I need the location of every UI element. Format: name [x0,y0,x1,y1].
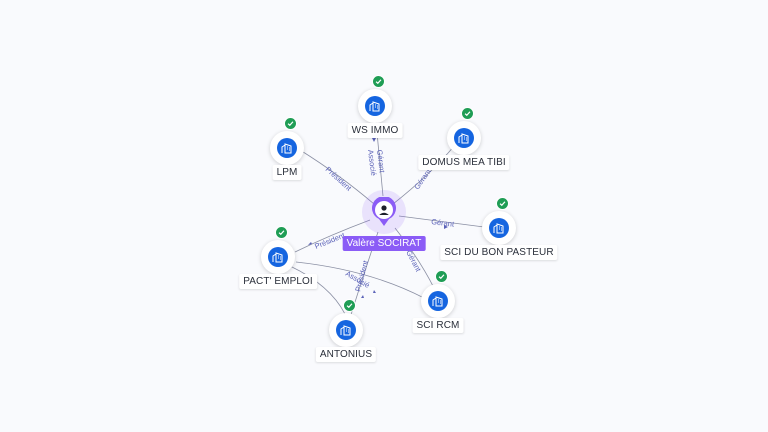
edge-label: Gérant [404,249,423,274]
company-circle [421,270,455,318]
edge-label: Gérant [412,166,433,191]
verified-check-icon [461,107,474,120]
company-circle [270,117,304,165]
verified-check-icon [435,270,448,283]
person-pin-icon [372,197,396,226]
edge-lpm [299,149,375,205]
edge-label: Gérant [375,149,387,174]
edge-rcm [394,227,435,289]
edge-label: Président [324,165,354,194]
company-circle [482,197,516,245]
edge-bon-pasteur [398,215,485,228]
company-label: PACT' EMPLOI [239,274,317,289]
company-circle [329,299,363,347]
verified-check-icon [343,299,356,312]
company-circle [447,107,481,155]
edge-label: Gérant [431,217,456,229]
arrow-icon [373,290,376,293]
verified-check-icon [275,226,288,239]
center-name-label: Valère SOCIRAT [342,236,426,251]
building-icon [428,291,448,311]
company-label: DOMUS MEA TIBI [418,155,510,170]
company-label: LPM [272,165,302,180]
arrow-icon [361,295,364,298]
edge-domus [392,144,456,205]
building-icon [336,320,356,340]
building-icon [365,96,385,116]
building-icon [454,128,474,148]
company-circle [261,226,295,274]
company-circle [358,75,392,123]
arrow-icon [308,242,312,245]
verified-check-icon [372,75,385,88]
arrow-icon [444,225,448,229]
edge-pact-antonius [289,265,346,315]
verified-check-icon [284,117,297,130]
company-label: SCI RCM [412,318,464,333]
edge-pact [294,219,371,253]
company-label: SCI DU BON PASTEUR [440,245,558,260]
arrow-icon [372,138,376,142]
company-label: ANTONIUS [315,347,377,362]
edge-pact-rcm [295,261,425,299]
building-icon [277,138,297,158]
building-icon [268,247,288,267]
edge-label: Associé [366,149,378,176]
company-label: WS IMMO [347,123,403,138]
building-icon [489,218,509,238]
verified-check-icon [496,197,509,210]
